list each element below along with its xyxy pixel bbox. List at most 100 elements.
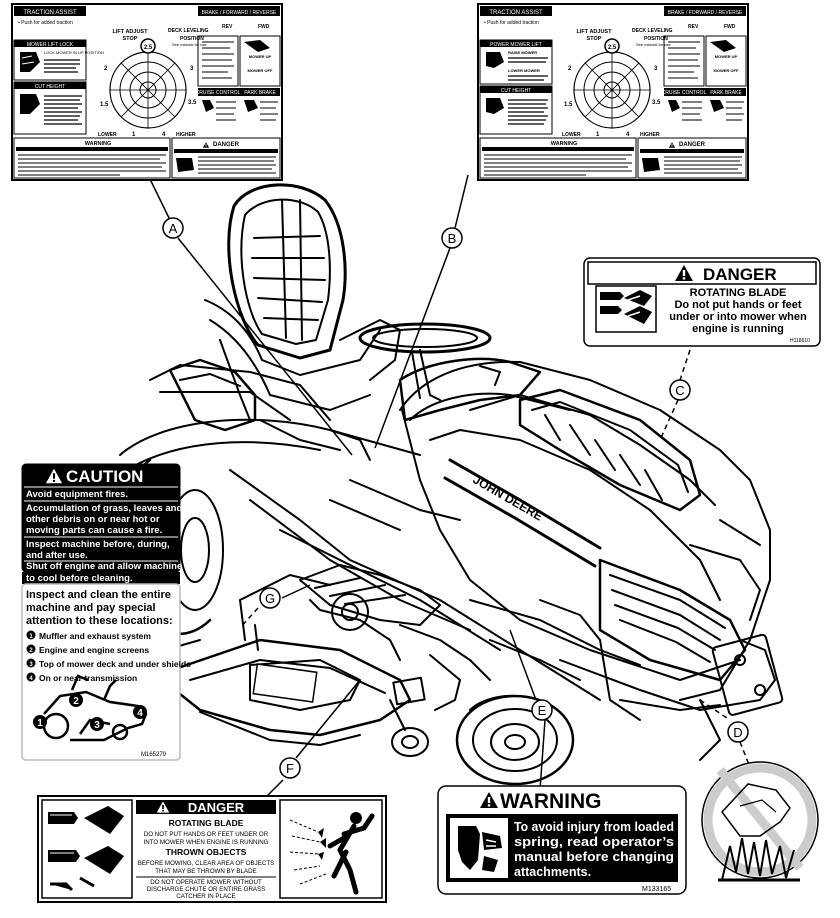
leader-c — [679, 349, 691, 381]
leader-e — [509, 629, 537, 701]
svg-text:FWD: FWD — [724, 24, 736, 30]
svg-text:MOWER OFF: MOWER OFF — [248, 68, 273, 73]
svg-text:manual before changing: manual before changing — [514, 850, 674, 864]
svg-text:B: B — [448, 231, 457, 246]
svg-text:LOCK MOWER IN UP POSITION: LOCK MOWER IN UP POSITION — [44, 50, 104, 55]
svg-text:3: 3 — [190, 66, 194, 72]
svg-text:THAT MAY BE THROWN BY BLADE: THAT MAY BE THROWN BY BLADE — [155, 868, 256, 875]
svg-text:THROWN OBJECTS: THROWN OBJECTS — [166, 847, 247, 857]
svg-text:M133165: M133165 — [642, 886, 671, 893]
svg-text:MOWER LIFT LOCK: MOWER LIFT LOCK — [27, 42, 74, 48]
svg-text:CUT HEIGHT: CUT HEIGHT — [501, 88, 531, 94]
leader-lines — [147, 174, 766, 806]
svg-text:DANGER: DANGER — [703, 265, 777, 284]
rear-fender — [119, 418, 421, 456]
leader-g — [281, 584, 311, 599]
dash-panel — [398, 357, 542, 422]
svg-text:CUT HEIGHT: CUT HEIGHT — [35, 84, 65, 90]
svg-text:attention to these locations:: attention to these locations: — [26, 615, 173, 627]
svg-text:1: 1 — [29, 634, 33, 640]
svg-text:2.5: 2.5 — [144, 45, 153, 51]
svg-text:2: 2 — [104, 66, 108, 72]
svg-text:CATCHER IN PLACE: CATCHER IN PLACE — [176, 893, 235, 900]
thrown-objects-person-icon — [289, 812, 375, 895]
svg-text:RAISE MOWER: RAISE MOWER — [508, 50, 537, 55]
svg-text:2.5: 2.5 — [608, 45, 617, 51]
deck-decal — [252, 663, 318, 703]
svg-text:under or into mower when: under or into mower when — [669, 311, 807, 323]
svg-text:WARNING: WARNING — [551, 141, 578, 147]
svg-text:4: 4 — [29, 676, 33, 682]
svg-text:TRACTION ASSIST: TRACTION ASSIST — [23, 10, 77, 16]
svg-text:TRACTION ASSIST: TRACTION ASSIST — [489, 10, 543, 16]
front-axle — [559, 639, 776, 711]
leader-d — [699, 699, 731, 721]
svg-text:POSITION: POSITION — [180, 36, 204, 42]
svg-text:A: A — [169, 221, 178, 236]
svg-text:LOWER: LOWER — [562, 132, 581, 138]
callout-a: A — [162, 217, 184, 239]
svg-text:STOP: STOP — [123, 36, 138, 42]
svg-text:DISCHARGE CHUTE OR ENTIRE GRAS: DISCHARGE CHUTE OR ENTIRE GRASS — [147, 886, 266, 893]
callout-g: G — [259, 587, 281, 609]
svg-text:3.5: 3.5 — [188, 100, 197, 106]
seat — [168, 183, 401, 432]
svg-text:3: 3 — [94, 720, 100, 731]
svg-text:2: 2 — [568, 66, 572, 72]
svg-text:3: 3 — [29, 662, 33, 668]
svg-text:3.5: 3.5 — [652, 100, 661, 106]
callout-e: E — [531, 699, 553, 721]
svg-text:REV: REV — [688, 24, 699, 30]
svg-text:Muffler and exhaust system: Muffler and exhaust system — [39, 631, 151, 641]
svg-text:POSITION: POSITION — [644, 36, 668, 42]
svg-text:Accumulation of grass, leaves: Accumulation of grass, leaves and — [26, 503, 182, 514]
decal-d-prohibition-icon — [701, 761, 819, 882]
svg-text:LIFT ADJUST: LIFT ADJUST — [577, 29, 613, 35]
callout-c: C — [669, 379, 691, 401]
decal-b-operator-panel: TRACTION ASSIST • Push for added tractio… — [477, 3, 749, 181]
svg-text:M165279: M165279 — [141, 752, 167, 758]
steering-wheel — [358, 322, 492, 401]
svg-text:FWD: FWD — [258, 24, 270, 30]
svg-text:See manual for use: See manual for use — [636, 42, 671, 47]
svg-text:4: 4 — [162, 132, 166, 138]
svg-text:Top of mower deck and under sh: Top of mower deck and under shields — [39, 659, 191, 669]
decal-caution-fire: CAUTION Avoid equipment fires. Accumulat… — [21, 463, 191, 761]
svg-text:Avoid equipment fires.: Avoid equipment fires. — [26, 489, 128, 500]
svg-text:G: G — [265, 591, 275, 606]
location-marker-2: 2 — [69, 693, 83, 707]
svg-text:1.5: 1.5 — [100, 102, 109, 108]
svg-text:spring, read operator’s: spring, read operator’s — [514, 835, 674, 849]
front-wheel — [455, 694, 575, 786]
svg-text:BRAKE / FORWARD / REVERSE: BRAKE / FORWARD / REVERSE — [668, 10, 743, 16]
svg-text:2: 2 — [73, 696, 79, 707]
location-marker-3: 3 — [90, 717, 104, 731]
svg-text:Inspect and clean the entire: Inspect and clean the entire — [26, 589, 171, 601]
svg-text:4: 4 — [137, 708, 143, 719]
svg-text:and after use.: and after use. — [26, 550, 88, 561]
svg-text:WARNING: WARNING — [85, 141, 112, 147]
svg-text:F: F — [286, 761, 294, 776]
svg-text:CAUTION: CAUTION — [66, 467, 143, 486]
location-item: 2 Engine and engine screens — [26, 644, 149, 655]
svg-text:3: 3 — [654, 66, 658, 72]
svg-text:machine and pay special: machine and pay special — [26, 602, 156, 614]
svg-text:DANGER: DANGER — [213, 142, 240, 148]
svg-text:REV: REV — [222, 24, 233, 30]
svg-text:H118610: H118610 — [790, 338, 810, 344]
svg-text:DANGER: DANGER — [679, 142, 706, 148]
svg-text:DO NOT OPERATE MOWER WITHOUT: DO NOT OPERATE MOWER WITHOUT — [150, 879, 262, 886]
svg-text:Shut off engine and allow mach: Shut off engine and allow machine — [26, 561, 182, 572]
location-marker-1: 1 — [33, 715, 47, 729]
svg-text:INTO MOWER WHEN ENGINE IS RUNN: INTO MOWER WHEN ENGINE IS RUNNING — [143, 839, 268, 846]
svg-text:1: 1 — [596, 132, 600, 138]
spring-hand-icon — [458, 826, 502, 872]
svg-text:MOWER UP: MOWER UP — [249, 54, 272, 59]
svg-text:PARK BRAKE: PARK BRAKE — [710, 90, 742, 96]
svg-text:CRUISE CONTROL: CRUISE CONTROL — [196, 90, 241, 96]
callouts: A B C D E F G — [162, 217, 749, 779]
svg-text:On or near transmission: On or near transmission — [39, 673, 137, 683]
callout-f: F — [279, 757, 301, 779]
svg-text:1: 1 — [37, 718, 43, 729]
svg-text:attachments.: attachments. — [514, 865, 591, 879]
